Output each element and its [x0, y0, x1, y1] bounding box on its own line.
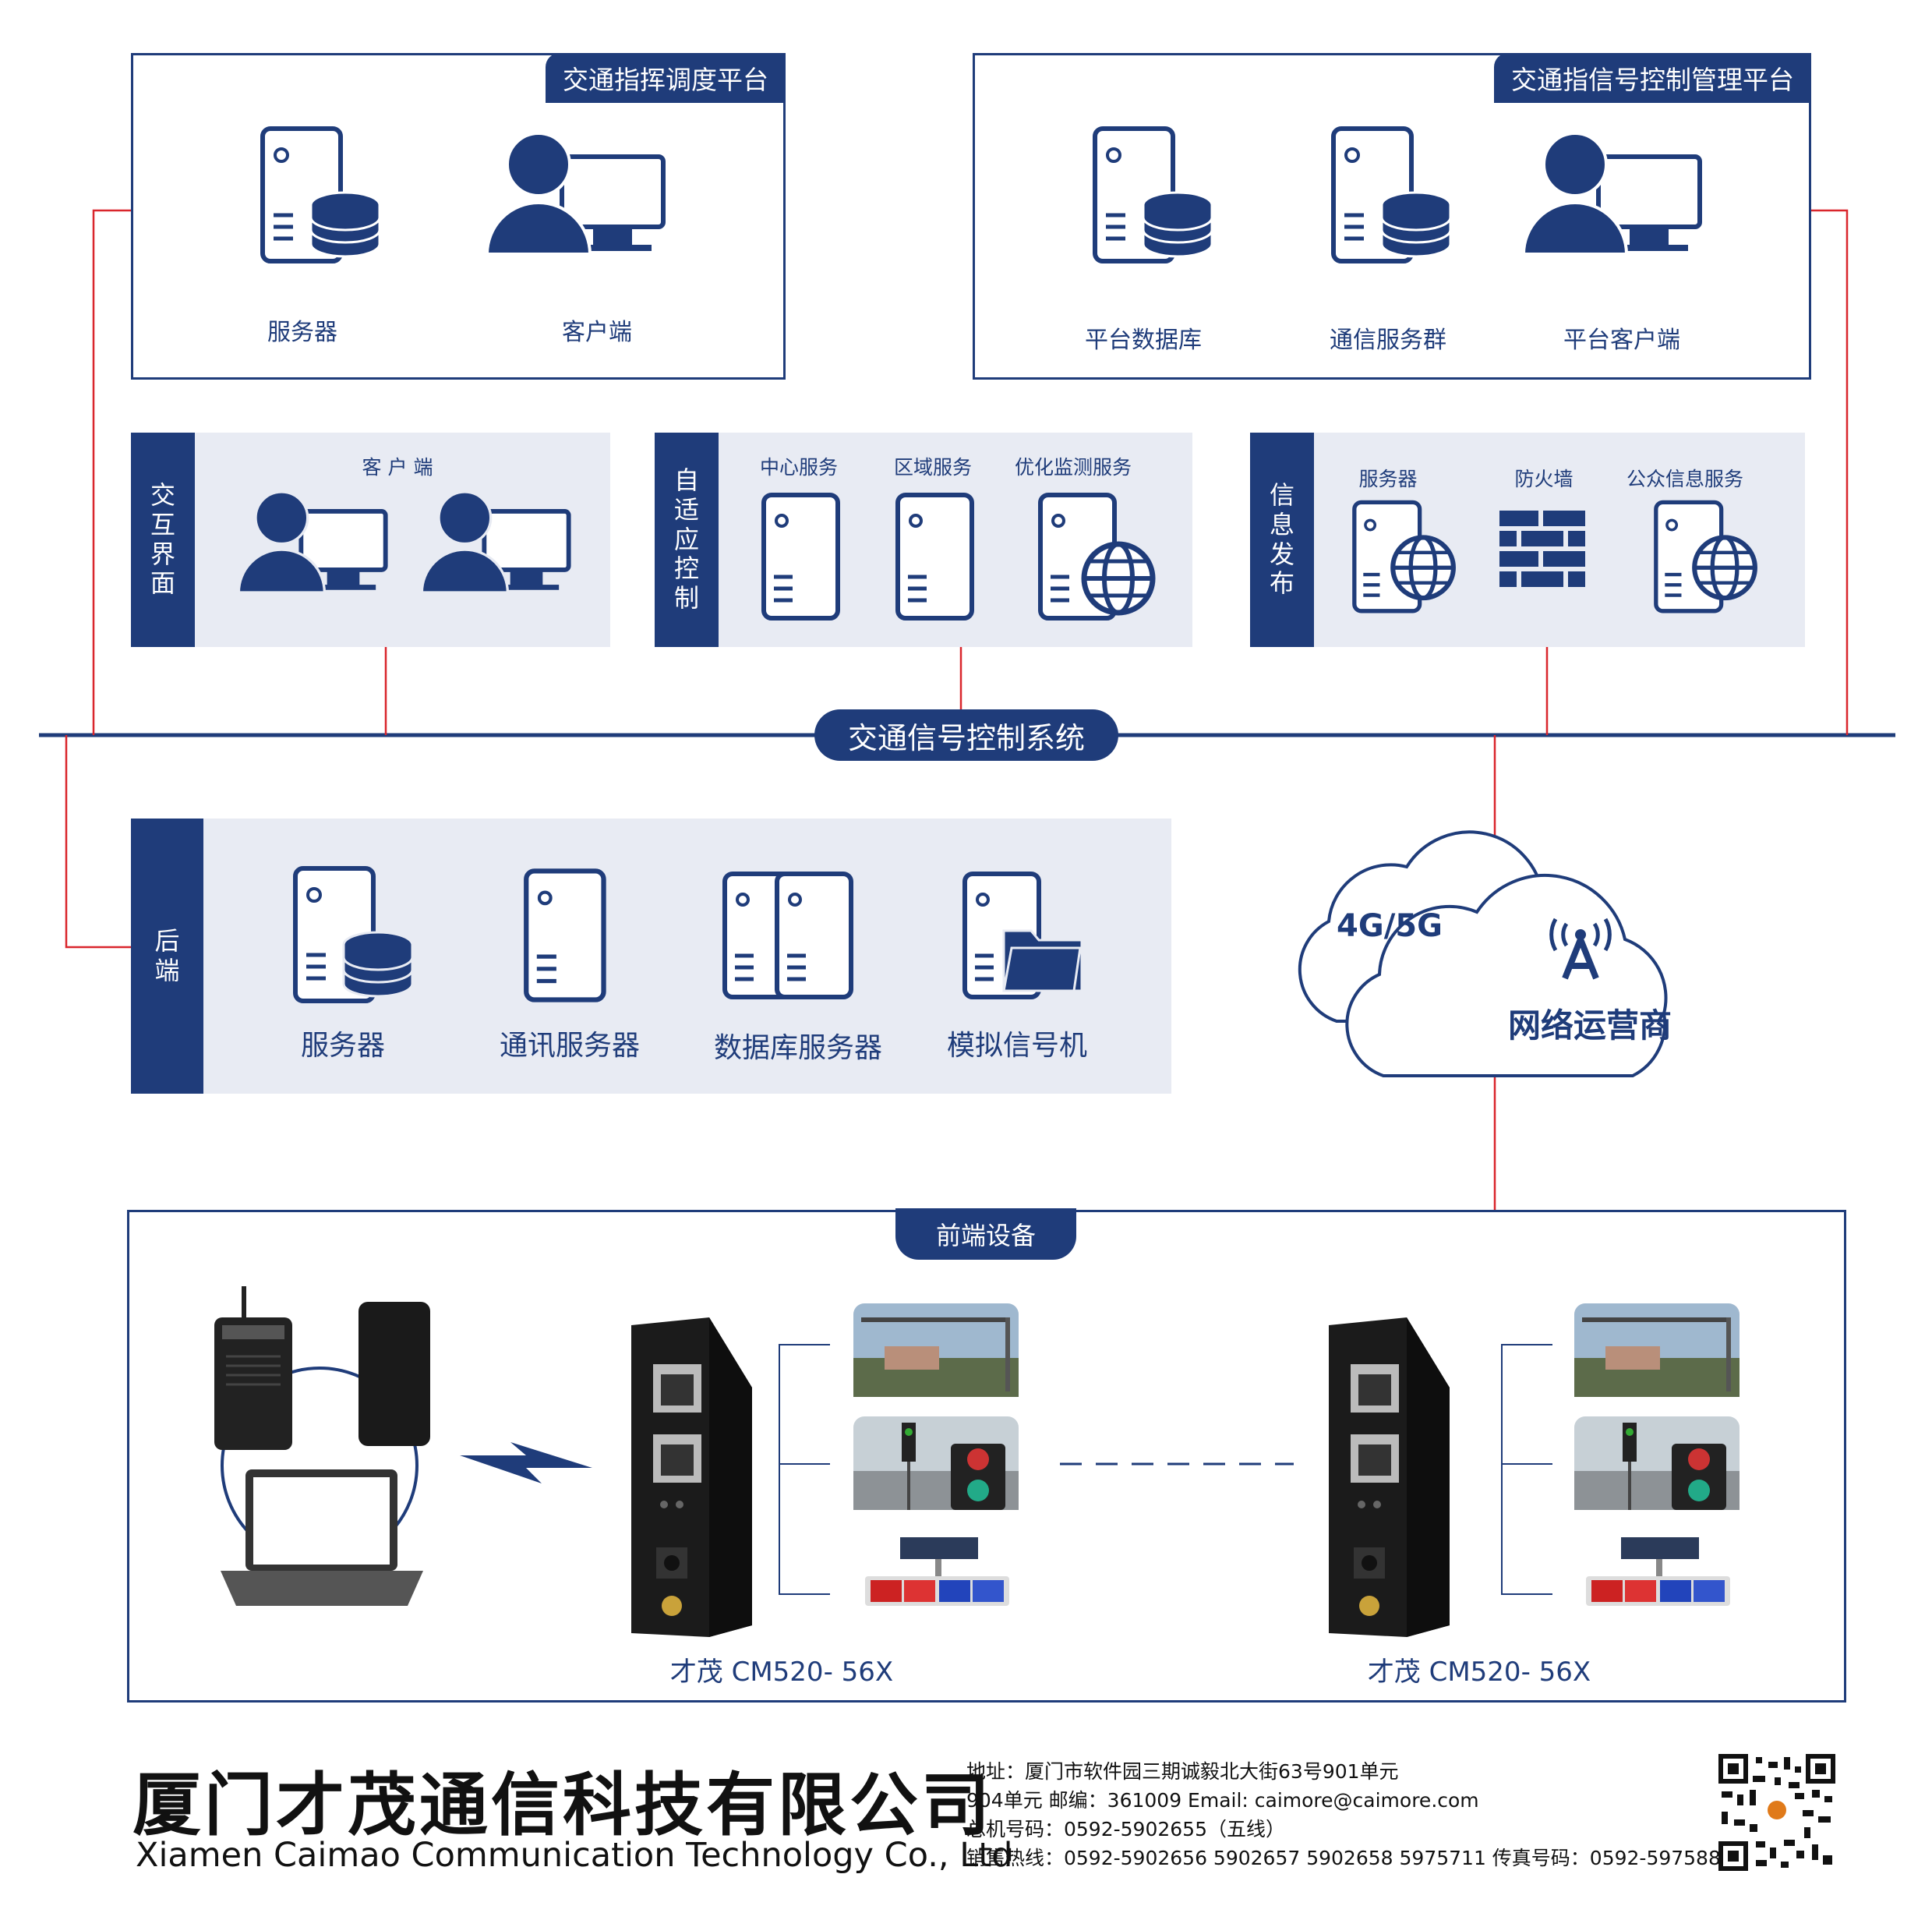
server-database-icon [293, 866, 414, 1003]
interaction-tab: 交互界面 [131, 433, 195, 647]
signal-platform-title: 交通指信号控制管理平台 [1494, 53, 1811, 103]
traffic-light-photo [1574, 1416, 1740, 1510]
platform-label: 服务器 [267, 319, 337, 346]
publish-panel: 信息发布 服务器 防火墙 公众信息服务 [1250, 433, 1805, 647]
laptop-icon [221, 1469, 423, 1606]
database-servers-icon [722, 872, 853, 999]
user-devices-group [214, 1286, 430, 1606]
adaptive-panel: 自适应控制 中心服务 区域服务 优化监测服务 [655, 433, 1192, 647]
platform-client-icon [1521, 132, 1702, 256]
router-label-right: 才茂 CM520- 56X [1367, 1657, 1591, 1688]
client-user-icon [420, 490, 571, 594]
firewall-icon [1499, 511, 1585, 587]
antenna-signal-icon [1549, 918, 1612, 980]
backend-panel: 后端 服务器 通讯服务器 数据库服务器 模拟信号机 [131, 819, 1171, 1094]
public-info-server-globe-icon [1654, 500, 1757, 613]
client-user-icon [237, 490, 388, 594]
backend-tab: 后端 [131, 819, 203, 1094]
wireless-lightning-icon [460, 1442, 592, 1483]
center-server-icon [761, 493, 840, 621]
publish-label: 服务器 [1358, 468, 1418, 490]
smartphone-icon [358, 1302, 430, 1446]
publish-label: 防火墙 [1514, 468, 1574, 490]
company-name-en: Xiamen Caimao Communication Technology C… [136, 1836, 1013, 1875]
traffic-signal-system-label: 交通信号控制系统 [814, 709, 1118, 761]
publish-tab: 信息发布 [1250, 433, 1314, 647]
client-user-icon [485, 132, 666, 256]
footer-post-email: 904单元 邮编：361009 Email: caimore@caimore.c… [966, 1789, 1479, 1812]
simulated-signal-folder-icon [962, 872, 1083, 999]
monitor-server-globe-icon [1038, 493, 1156, 621]
platform-label: 客户端 [562, 319, 632, 346]
frontend-title: 前端设备 [895, 1208, 1076, 1260]
database-server-icon [1093, 126, 1213, 263]
region-server-icon [895, 493, 974, 621]
footer-phone: 总机号码：0592-5902655（五线） [966, 1818, 1285, 1840]
backend-label: 服务器 [300, 1030, 386, 1062]
backend-label: 模拟信号机 [946, 1030, 1088, 1062]
footer-address: 地址：厦门市软件园三期诚毅北大街63号901单元 [966, 1760, 1399, 1783]
command-platform: 交通指挥调度平台 服务器 客户端 [131, 53, 786, 380]
adaptive-label: 中心服务 [759, 456, 839, 479]
adaptive-label: 优化监测服务 [1014, 456, 1132, 479]
qr-code-icon [1718, 1754, 1835, 1871]
traffic-camera-photo [853, 1303, 1019, 1397]
traffic-light-photo [853, 1416, 1019, 1510]
solar-warning-light-photo [1586, 1537, 1730, 1606]
communication-server-icon [524, 868, 606, 1002]
network-cloud-icon [1298, 830, 1668, 1077]
dashed-separator [1060, 1462, 1294, 1466]
radio-icon [214, 1286, 292, 1450]
command-platform-title: 交通指挥调度平台 [546, 53, 786, 103]
router-device-icon [1329, 1317, 1450, 1637]
platform-label: 平台客户端 [1563, 327, 1680, 354]
signal-platform: 交通指信号控制管理平台 平台数据库 通信服务群 平台客户端 [973, 53, 1811, 380]
backend-label: 通讯服务器 [499, 1030, 641, 1062]
adaptive-tab: 自适应控制 [655, 433, 719, 647]
traffic-camera-photo [1574, 1303, 1740, 1397]
cloud-4g5g-label: 4G/5G [1337, 908, 1443, 944]
router-label-left: 才茂 CM520- 56X [669, 1657, 894, 1688]
company-name-cn: 厦门才茂通信科技有限公司 [132, 1765, 994, 1845]
backend-label: 数据库服务器 [713, 1032, 883, 1064]
bracket-lines-left [779, 1344, 830, 1595]
server-database-icon [260, 126, 381, 263]
footer-sales: 销售热线：0592-5902656 5902657 5902658 597571… [966, 1847, 1733, 1869]
interaction-panel: 交互界面 客 户 端 [131, 433, 610, 647]
interaction-header: 客 户 端 [362, 456, 433, 479]
solar-warning-light-photo [865, 1537, 1009, 1606]
bracket-lines-right [1501, 1344, 1552, 1595]
cloud-operator-label: 网络运营商 [1507, 1006, 1672, 1045]
server-globe-icon [1352, 500, 1456, 613]
platform-label: 通信服务群 [1330, 327, 1446, 354]
platform-label: 平台数据库 [1085, 327, 1202, 354]
publish-label: 公众信息服务 [1626, 468, 1744, 490]
router-device-icon [631, 1317, 752, 1637]
adaptive-label: 区域服务 [893, 456, 973, 479]
communication-server-icon [1331, 126, 1452, 263]
